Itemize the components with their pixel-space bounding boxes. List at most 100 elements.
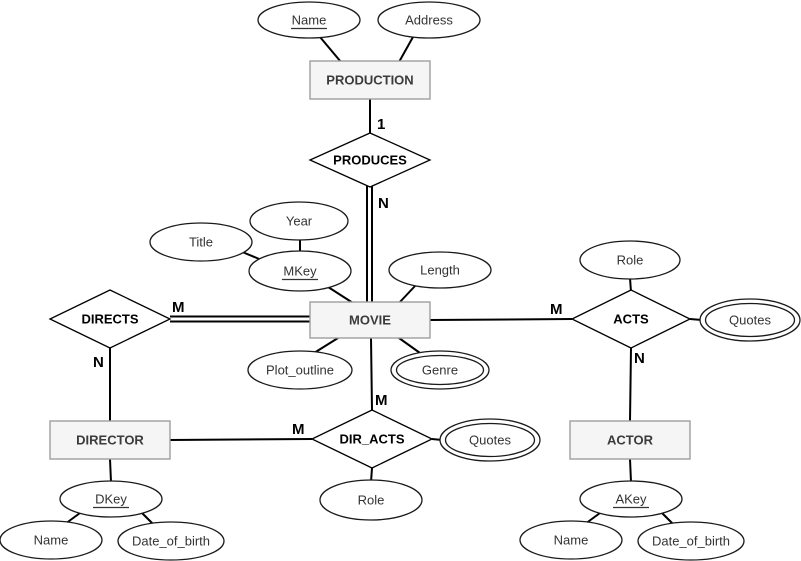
attribute-diracts-quotes-label: Quotes — [469, 433, 511, 448]
line-director-diracts — [169, 438, 313, 441]
attribute-dkey-label: DKey — [95, 492, 127, 507]
relationship-directs-label: DIRECTS — [81, 312, 138, 327]
attribute-acts-quotes-inner-shape — [704, 302, 796, 338]
attribute-actor-dob-shape — [637, 521, 745, 561]
relationship-produces: PRODUCES — [308, 132, 432, 188]
attribute-prod-address-label: Address — [405, 13, 453, 28]
entity-director: DIRECTOR — [49, 420, 171, 460]
relationship-produces-shape — [308, 132, 432, 188]
cardinality-produces-n: N — [378, 195, 389, 212]
attribute-length: Length — [388, 251, 492, 289]
attribute-genre-label: Genre — [422, 363, 458, 378]
line-director-dkey — [109, 458, 112, 483]
attribute-mkey-label: MKey — [283, 264, 317, 279]
attribute-director-dob-shape — [117, 521, 225, 561]
relationship-acts: ACTS — [570, 289, 692, 349]
attribute-acts-role: Role — [579, 240, 681, 280]
attribute-plot-outline-label: Plot_outline — [266, 363, 334, 378]
entity-actor: ACTOR — [569, 420, 691, 460]
line-prodname-production — [319, 36, 342, 63]
attribute-diracts-role-label: Role — [358, 493, 385, 508]
attribute-director-name-shape — [0, 520, 103, 560]
relationship-acts-label: ACTS — [613, 312, 649, 327]
relationship-produces-label: PRODUCES — [333, 153, 407, 168]
attribute-length-label: Length — [420, 263, 460, 278]
attribute-director-name-label: Name — [34, 533, 69, 548]
line-movie-acts — [429, 318, 573, 321]
entity-movie: MOVIE — [309, 301, 431, 339]
attribute-actor-dob-label: Date_of_birth — [652, 534, 730, 549]
relationship-directs-shape — [48, 289, 172, 349]
attribute-director-dob: Date_of_birth — [117, 521, 225, 561]
attribute-akey: AKey — [579, 480, 683, 518]
attribute-akey-label: AKey — [615, 492, 647, 507]
line-acts-actor — [629, 347, 632, 422]
line-dkey-dob — [141, 512, 154, 525]
attribute-director-dob-label: Date_of_birth — [132, 534, 210, 549]
attribute-year-label: Year — [286, 214, 313, 229]
attribute-acts-role-label: Role — [617, 253, 644, 268]
entity-actor-label: ACTOR — [607, 433, 654, 448]
relationship-acts-shape — [570, 289, 692, 349]
entity-production: PRODUCTION — [309, 60, 431, 100]
attribute-acts-quotes-multivalued: Quotes — [699, 298, 801, 342]
attribute-prod-name-shape — [257, 1, 361, 39]
attribute-actor-name: Name — [519, 520, 623, 560]
attribute-actor-name-label: Name — [554, 533, 589, 548]
cardinality-produces-1: 1 — [377, 116, 385, 133]
attribute-akey-shape — [579, 480, 683, 518]
attribute-diracts-role: Role — [319, 479, 423, 521]
cardinality-acts-n: N — [634, 350, 645, 367]
attribute-acts-role-shape — [579, 240, 681, 280]
line-address-production — [398, 36, 414, 63]
cardinality-labels: 1 N M N M N M M — [93, 116, 645, 438]
attribute-title-label: Title — [189, 235, 213, 250]
relationship-directs: DIRECTS — [48, 289, 172, 349]
line-plotoutline-movie — [313, 337, 339, 354]
attribute-acts-quotes-label: Quotes — [729, 313, 771, 328]
line-actor-akey — [629, 458, 632, 483]
attribute-genre-multivalued: Genre — [390, 350, 490, 390]
entity-production-box — [309, 60, 431, 100]
attribute-director-name: Name — [0, 520, 103, 560]
cardinality-diracts-movie-m: M — [375, 392, 388, 409]
attribute-prod-address-shape — [377, 1, 481, 39]
attribute-actor-dob: Date_of_birth — [637, 521, 745, 561]
attribute-mkey: MKey — [248, 250, 352, 292]
cardinality-directs-m: M — [172, 299, 185, 316]
attribute-mkey-shape — [248, 250, 352, 292]
entity-actor-box — [569, 420, 691, 460]
attribute-title-shape — [149, 222, 253, 262]
attribute-plot-outline-shape — [247, 350, 353, 390]
attribute-diracts-role-shape — [319, 479, 423, 521]
attribute-year-shape — [249, 201, 349, 241]
relationship-dir-acts: DIR_ACTS — [310, 409, 434, 469]
entity-movie-box — [309, 301, 431, 339]
attribute-title: Title — [149, 222, 253, 262]
attribute-actor-name-shape — [519, 520, 623, 560]
cardinality-directs-n: N — [93, 354, 104, 371]
attribute-year: Year — [249, 201, 349, 241]
line-length-movie — [398, 285, 416, 304]
attribute-prod-address: Address — [377, 1, 481, 39]
relationship-dir-acts-label: DIR_ACTS — [339, 432, 404, 447]
attribute-prod-name-label: Name — [292, 13, 327, 28]
attribute-diracts-quotes-multivalued: Quotes — [439, 418, 541, 462]
attribute-plot-outline: Plot_outline — [247, 350, 353, 390]
attribute-length-shape — [388, 251, 492, 289]
line-mkey-movie — [324, 284, 354, 304]
attribute-dkey-shape — [59, 480, 163, 518]
entity-director-box — [49, 420, 171, 460]
cardinality-acts-m: M — [550, 301, 563, 318]
entity-movie-label: MOVIE — [349, 313, 391, 328]
entity-director-label: DIRECTOR — [76, 433, 144, 448]
attribute-dkey: DKey — [59, 480, 163, 518]
attribute-diracts-quotes-inner-shape — [444, 422, 536, 458]
entity-production-label: PRODUCTION — [326, 73, 413, 88]
attribute-genre-inner-shape — [395, 354, 485, 386]
relationship-dir-acts-shape — [310, 409, 434, 469]
attribute-prod-name: Name — [257, 1, 361, 39]
line-genre-movie — [398, 337, 421, 354]
line-akey-dob — [661, 512, 674, 525]
